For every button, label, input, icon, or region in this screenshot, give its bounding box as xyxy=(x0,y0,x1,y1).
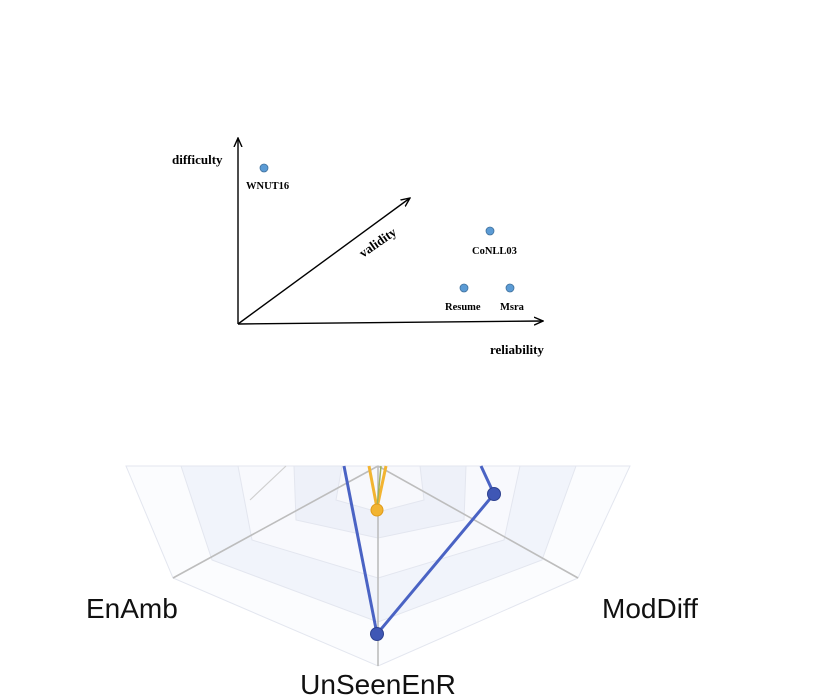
radar-point-blue-right xyxy=(487,487,501,501)
point-wnut16 xyxy=(259,163,269,173)
point-label-resume: Resume xyxy=(445,302,481,313)
reliability-axis-label: reliability xyxy=(490,342,544,357)
radar-series-yellow-right xyxy=(375,465,388,509)
point-conll03 xyxy=(485,226,495,236)
radar-series-blue xyxy=(342,465,496,638)
point-label-conll03: CoNLL03 xyxy=(472,246,517,257)
radar-series-yellow-mid xyxy=(376,465,382,509)
radar-point-yellow-bottom xyxy=(370,503,384,517)
radar-spoke-right xyxy=(377,465,579,579)
point-label-wnut16: WNUT16 xyxy=(246,181,289,192)
dataset-space-diagram: difficulty validity reliability WNUT16 C… xyxy=(172,138,544,357)
radar-point-blue-bottom xyxy=(370,627,384,641)
radar-spoke-left xyxy=(172,465,379,579)
point-label-msra: Msra xyxy=(500,302,525,313)
validity-axis xyxy=(237,198,410,325)
reliability-axis xyxy=(237,321,543,324)
radar-label-moddiff: ModDiff xyxy=(602,593,698,624)
radar-label-enamb: EnAmb xyxy=(86,593,178,624)
radar-label-unseenenr: UnSeenEnR xyxy=(300,669,456,698)
radar-spoke-upper-left xyxy=(249,465,287,501)
radar-chart-fragment: EnAmb ModDiff UnSeenEnR xyxy=(86,465,698,698)
validity-axis-label: validity xyxy=(356,224,399,261)
point-msra xyxy=(505,283,515,293)
radar-series-yellow-left xyxy=(367,465,379,509)
difficulty-axis-label: difficulty xyxy=(172,152,223,167)
point-resume xyxy=(459,283,469,293)
